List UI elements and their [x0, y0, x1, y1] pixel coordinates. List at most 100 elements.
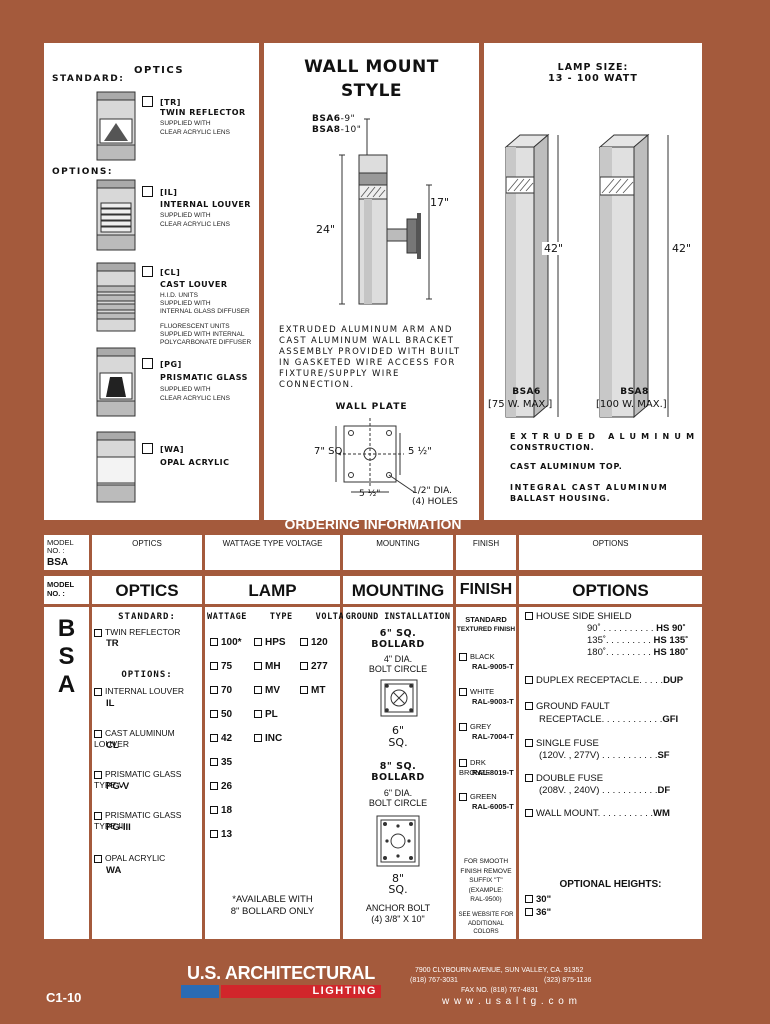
wm-desc-line3: ASSEMBLY PROVIDED WITH BUILT: [279, 347, 461, 357]
optics-pgiii-checkbox[interactable]: [94, 811, 102, 820]
cl-checkbox[interactable]: [142, 266, 153, 277]
optics-option-wa[interactable]: OPAL ACRYLIC: [94, 853, 165, 864]
option-duplex[interactable]: DUPLEX RECEPTACLE. . . . .DUP: [525, 675, 683, 687]
optics-il-checkbox[interactable]: [94, 687, 102, 696]
cl-desc4: FLUORESCENT UNITS: [160, 323, 230, 330]
pg-checkbox[interactable]: [142, 358, 153, 369]
order-row-mounting[interactable]: MOUNTING: [343, 535, 453, 570]
optics-pgv-checkbox[interactable]: [94, 770, 102, 779]
wattage-75[interactable]: 75: [210, 661, 232, 672]
option-hs135[interactable]: 135˚. . . . . . . . . HS 135˚: [587, 635, 689, 646]
m6-title2[interactable]: BOLLARD: [371, 639, 425, 650]
height-36[interactable]: 36": [525, 907, 551, 919]
finish-grey[interactable]: GREY: [459, 722, 491, 732]
type-inc[interactable]: INC: [254, 733, 282, 744]
order-row-wattage[interactable]: WATTAGE TYPE VOLTAGE: [205, 535, 340, 570]
optics-cl-checkbox[interactable]: [94, 729, 102, 738]
table-finish-body: STANDARD TEXTURED FINISH BLACK RAL-9005-…: [456, 607, 516, 939]
voltage-mt[interactable]: MT: [300, 685, 325, 696]
option-sf-line2: (120V. , 277V) . . . . . . . . . . .SF: [539, 750, 670, 761]
wa-code: [WA]: [160, 445, 184, 454]
cl-desc2: SUPPLIED WITH: [160, 300, 211, 307]
option-hs90[interactable]: 90˚ . . . . . . . . . . HS 90˚: [587, 623, 686, 634]
optics-pgiii-label: PRISMATIC GLASS TYPE III: [94, 810, 182, 831]
table-model-body: B S A: [44, 607, 89, 939]
plate-5half-right: 5 ½": [408, 446, 432, 457]
finish-white[interactable]: WHITE: [459, 687, 494, 697]
wattage-70[interactable]: 70: [210, 685, 232, 696]
brand-lighting: LIGHTING: [312, 985, 377, 997]
wattage-50[interactable]: 50: [210, 709, 232, 720]
optics-option-cl[interactable]: CAST ALUMINUM LOUVER: [94, 728, 202, 750]
optics-pgv-label: PRISMATIC GLASS TYPE V: [94, 769, 182, 790]
optics-option-pgiii[interactable]: PRISMATIC GLASS TYPE III: [94, 810, 202, 832]
lamp-size-panel: LAMP SIZE: 13 - 100 WATT 42" 42" BSA6 [7…: [484, 43, 702, 520]
il-checkbox[interactable]: [142, 186, 153, 197]
finish-green[interactable]: GREEN: [459, 792, 497, 802]
lamp-size-title2: 13 - 100 WATT: [548, 73, 638, 84]
wattage-35[interactable]: 35: [210, 757, 232, 768]
tr-checkbox[interactable]: [142, 96, 153, 107]
dim-17: 17": [430, 196, 450, 209]
order-row-finish[interactable]: FINISH: [456, 535, 516, 570]
option-gfi[interactable]: GROUND FAULT: [525, 701, 610, 713]
wattage-13[interactable]: 13: [210, 829, 232, 840]
voltage-277[interactable]: 277: [300, 661, 328, 672]
type-hps[interactable]: HPS: [254, 637, 286, 648]
option-wall-mount[interactable]: WALL MOUNT. . . . . . . . . . .WM: [525, 808, 670, 820]
footer-website-link[interactable]: w w w . u s a l t g . c o m: [442, 996, 578, 1007]
order-finish-label: FINISH: [472, 539, 500, 548]
option-house-side-shield[interactable]: HOUSE SIDE SHIELD: [525, 611, 632, 623]
plate-dia: 1/2" DIA.: [412, 486, 452, 496]
option-double-fuse[interactable]: DOUBLE FUSE: [525, 773, 603, 785]
lamp-size-title1: LAMP SIZE:: [557, 62, 629, 73]
cl-desc6: POLYCARBONATE DIFFUSER: [160, 339, 252, 346]
optics-pgiii-code: PG-III: [106, 822, 131, 833]
optics-wa-checkbox[interactable]: [94, 854, 102, 863]
m6-title1[interactable]: 6" SQ.: [379, 628, 417, 639]
lamp-note5: BALLAST HOUSING.: [510, 494, 611, 503]
type-mv[interactable]: MV: [254, 685, 280, 696]
order-row-optics[interactable]: OPTICS: [92, 535, 202, 570]
table-optics-standard: STANDARD:: [118, 612, 176, 622]
height-30[interactable]: 30": [525, 894, 551, 906]
option-single-fuse[interactable]: SINGLE FUSE: [525, 738, 599, 750]
optics-tr-code: TR: [106, 638, 119, 649]
wall-mount-title-line2: STYLE: [340, 81, 403, 101]
wattage-26[interactable]: 26: [210, 781, 232, 792]
order-model-value[interactable]: BSA: [47, 557, 69, 568]
table-optics-body: STANDARD: TWIN REFLECTOR TR OPTIONS: INT…: [92, 607, 202, 939]
m8-title2[interactable]: BOLLARD: [371, 772, 425, 783]
optics-option-pgv[interactable]: PRISMATIC GLASS TYPE V: [94, 769, 202, 791]
finish-black-code: RAL-9005-T: [472, 662, 514, 671]
optics-tr-checkbox[interactable]: [94, 628, 102, 637]
bsa8-model: BSA8: [620, 387, 649, 397]
footer-phone2: (323) 875-1136: [544, 977, 592, 984]
wattage-100[interactable]: 100*: [210, 637, 242, 648]
lamp-note2: CONSTRUCTION.: [510, 443, 595, 452]
wattage-42[interactable]: 42: [210, 733, 232, 744]
table-finish-header: FINISH: [456, 576, 516, 604]
optics-option-il[interactable]: INTERNAL LOUVER: [94, 686, 184, 697]
type-mh[interactable]: MH: [254, 661, 281, 672]
brand-name: U.S. ARCHITECTURAL: [187, 963, 375, 983]
pg-desc1: SUPPLIED WITH: [160, 386, 211, 393]
optics-panel: OPTICS STANDARD: OPTIONS: [TR] TWIN REFL…: [44, 43, 259, 520]
bollard-drawings: [504, 133, 669, 419]
wattage-18[interactable]: 18: [210, 805, 232, 816]
wall-plate-title: WALL PLATE: [335, 402, 408, 412]
finish-drk-bronze-code: RAL-8019-T: [472, 768, 514, 777]
optics-option-tr[interactable]: TWIN REFLECTOR: [94, 627, 180, 638]
brand-red-bar: [221, 985, 381, 998]
wa-checkbox[interactable]: [142, 443, 153, 454]
finish-black[interactable]: BLACK: [459, 652, 495, 662]
order-row-options[interactable]: OPTIONS: [519, 535, 702, 570]
type-pl[interactable]: PL: [254, 709, 278, 720]
finish-green-code: RAL-6005-T: [472, 802, 514, 811]
option-hs180[interactable]: 180˚. . . . . . . . . HS 180˚: [587, 647, 689, 658]
finish-drk-bronze[interactable]: DRK BRONZE: [459, 758, 491, 777]
ordering-title: ORDERING INFORMATION: [284, 516, 462, 532]
voltage-120[interactable]: 120: [300, 637, 328, 648]
cl-desc1: H.I.D. UNITS: [160, 292, 198, 299]
m8-title1[interactable]: 8" SQ.: [379, 761, 417, 772]
